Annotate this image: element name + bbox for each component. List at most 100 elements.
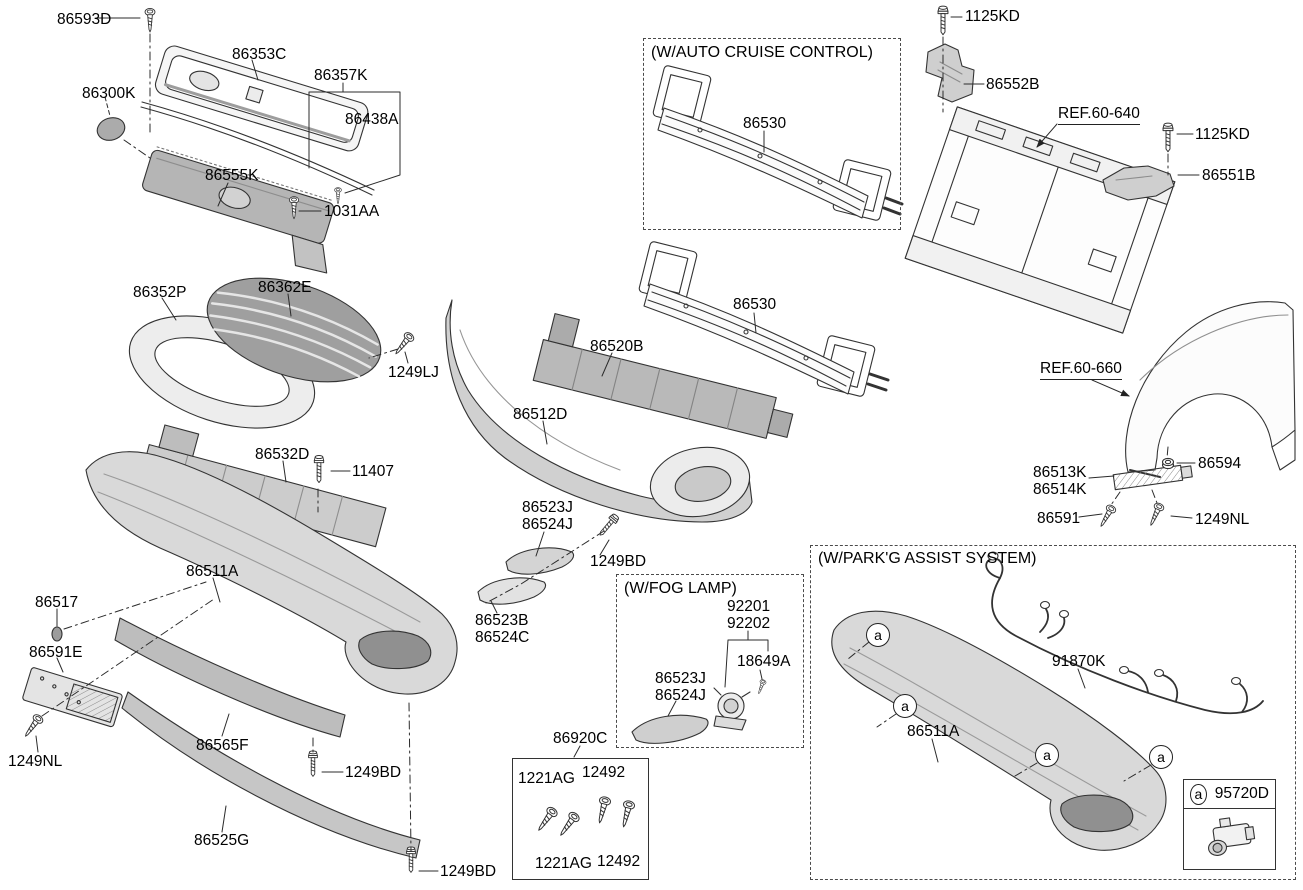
part-label-1125KD: 1125KD bbox=[965, 8, 1020, 25]
group-box-parking-assist bbox=[810, 545, 1296, 880]
part-label-86300K: 86300K bbox=[82, 85, 136, 102]
art-beam-86530 bbox=[638, 241, 890, 397]
assembly-axis-lines bbox=[41, 33, 1169, 852]
art-bumper-cover-86511A bbox=[85, 451, 458, 695]
sensor-legend-box: a 95720D bbox=[1183, 779, 1276, 870]
part-label-1221AG-2: 1221AG bbox=[535, 855, 592, 872]
part-label-86513K: 86513K bbox=[1033, 464, 1087, 481]
part-label-18649A: 18649A bbox=[737, 653, 791, 670]
screw-icon-clip-86438A bbox=[334, 187, 342, 205]
group-title-fog-lamp: (W/FOG LAMP) bbox=[624, 580, 737, 597]
part-label-86514K: 86514K bbox=[1033, 481, 1087, 498]
part-label-86520B: 86520B bbox=[590, 338, 644, 355]
leader-lines bbox=[35, 16, 1200, 872]
part-label-86511A: 86511A bbox=[186, 563, 239, 580]
part-label-86517: 86517 bbox=[35, 594, 79, 611]
part-label-86532D: 86532D bbox=[255, 446, 310, 463]
art-fog-cover-86523J bbox=[505, 547, 575, 575]
bolt-icon-1249BD-2 bbox=[596, 512, 621, 539]
hardware-kit-box-86920C bbox=[512, 758, 649, 880]
part-label-86524J-2: 86524J bbox=[655, 687, 706, 704]
part-label-86523J: 86523J bbox=[522, 499, 573, 516]
art-grille-upper-cover-86353C bbox=[154, 45, 369, 152]
part-label-92201: 92201 bbox=[727, 598, 771, 615]
art-license-bracket-86591E bbox=[22, 667, 123, 728]
part-label-92202: 92202 bbox=[727, 615, 771, 632]
callout-marker-a1: a bbox=[866, 623, 890, 647]
bolt-icon-11407 bbox=[313, 455, 325, 484]
part-label-1249LJ: 1249LJ bbox=[388, 364, 439, 381]
art-lower-grille-86512D bbox=[445, 299, 753, 523]
part-label-1249NL-2: 1249NL bbox=[1195, 511, 1250, 528]
part-label-86357K: 86357K bbox=[314, 67, 368, 84]
art-radiator-grille-86555K bbox=[142, 146, 335, 274]
art-grille-mesh-86362E bbox=[206, 277, 382, 383]
art-fog-lamp-92201 bbox=[713, 687, 751, 731]
part-label-12492-2: 12492 bbox=[597, 853, 641, 870]
nut-icon-86594 bbox=[1161, 457, 1175, 470]
part-label-1031AA: 1031AA bbox=[324, 203, 380, 220]
callout-marker-a4: a bbox=[1149, 745, 1173, 769]
art-bracket-86552B bbox=[925, 43, 975, 103]
bolt-icon-1125KD bbox=[937, 5, 949, 36]
callout-marker-a3: a bbox=[1035, 743, 1059, 767]
part-label-86594: 86594 bbox=[1198, 455, 1242, 472]
sensor-legend-header: a 95720D bbox=[1184, 780, 1275, 809]
callout-marker-a2: a bbox=[893, 694, 917, 718]
part-label-86523B: 86523B bbox=[475, 612, 529, 629]
art-moulding-86525G bbox=[121, 691, 421, 859]
art-harness-91870K bbox=[985, 551, 1264, 715]
group-box-fog-lamp bbox=[616, 574, 804, 748]
art-tow-cover-86517 bbox=[51, 626, 63, 642]
screw-icon-1249LJ bbox=[391, 330, 416, 358]
art-moulding-86438A bbox=[140, 101, 375, 196]
art-bracket-86513K bbox=[1112, 464, 1193, 491]
part-label-86524C: 86524C bbox=[475, 629, 530, 646]
part-label-1125KD-2: 1125KD bbox=[1195, 126, 1250, 143]
ref-link-60-660[interactable]: REF.60-660 bbox=[1040, 360, 1122, 380]
part-label-86512D: 86512D bbox=[513, 406, 568, 423]
part-label-86591: 86591 bbox=[1037, 510, 1081, 527]
part-label-86555K: 86555K bbox=[205, 167, 259, 184]
art-bracket-86551B bbox=[1102, 165, 1175, 201]
bolt-icon-1249BD bbox=[308, 750, 318, 777]
screw-icon-86591 bbox=[1096, 503, 1118, 530]
part-label-95720D: 95720D bbox=[1214, 785, 1269, 802]
part-label-91870K: 91870K bbox=[1052, 653, 1106, 670]
art-fender bbox=[1125, 301, 1296, 478]
part-label-11407: 11407 bbox=[352, 463, 394, 480]
part-label-86591E: 86591E bbox=[29, 644, 83, 661]
screw-icon-1249NL-2 bbox=[1145, 501, 1166, 528]
screw-icon-1249NL bbox=[20, 712, 45, 740]
part-label-86353C: 86353C bbox=[232, 46, 287, 63]
art-moulding-86565F bbox=[114, 617, 346, 738]
art-fog-cover-86523B bbox=[477, 577, 547, 605]
part-label-1249BD: 1249BD bbox=[345, 764, 402, 781]
part-label-1221AG: 1221AG bbox=[518, 770, 575, 787]
part-label-1249BD-2: 1249BD bbox=[590, 553, 647, 570]
art-park-sensor-95720D bbox=[1208, 817, 1256, 856]
callout-marker-legend: a bbox=[1190, 783, 1207, 805]
art-emblem-86300K bbox=[96, 117, 126, 141]
part-label-1249BD-3: 1249BD bbox=[440, 863, 497, 880]
part-label-86552B: 86552B bbox=[986, 76, 1040, 93]
part-label-86362E: 86362E bbox=[258, 279, 312, 296]
part-label-86530-2: 86530 bbox=[733, 296, 777, 313]
part-label-86524J: 86524J bbox=[522, 516, 573, 533]
part-label-86438A: 86438A bbox=[345, 111, 399, 128]
part-label-86551B: 86551B bbox=[1202, 167, 1256, 184]
part-label-1249NL: 1249NL bbox=[8, 753, 63, 770]
part-label-86565F: 86565F bbox=[196, 737, 249, 754]
part-label-86352P: 86352P bbox=[133, 284, 187, 301]
part-label-12492: 12492 bbox=[582, 764, 626, 781]
part-label-86511A-2: 86511A bbox=[907, 723, 960, 740]
group-title-parking-assist: (W/PARK'G ASSIST SYSTEM) bbox=[818, 550, 1037, 567]
art-fog-cover-box-86523J bbox=[631, 714, 709, 744]
ref-link-60-640[interactable]: REF.60-640 bbox=[1058, 105, 1140, 125]
art-beam-acc-86530 bbox=[652, 65, 904, 221]
group-box-auto-cruise bbox=[643, 38, 901, 230]
art-bumper-cover-park-86511A bbox=[831, 610, 1167, 851]
part-label-86920C: 86920C bbox=[553, 730, 608, 747]
